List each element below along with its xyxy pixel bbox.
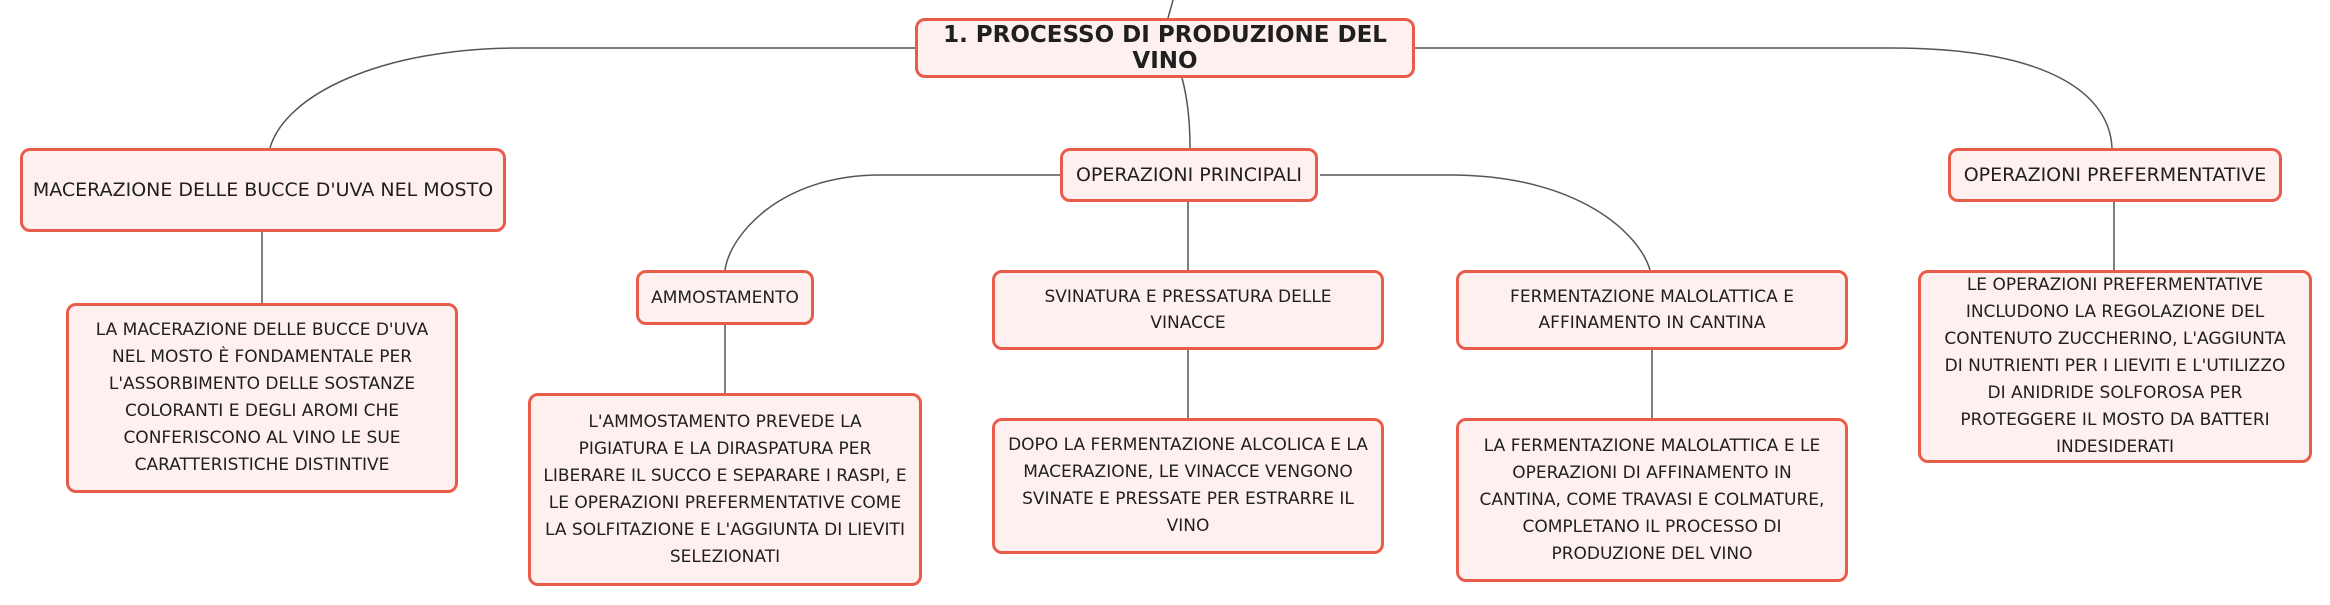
- connector-root-operazioni-prefermentative: [1415, 47, 2113, 149]
- desc-macerazione[interactable]: LA MACERAZIONE DELLE BUCCE D'UVA NEL MOS…: [66, 303, 458, 493]
- desc-fermentazione[interactable]: LA FERMENTAZIONE MALOLATTICA E LE OPERAZ…: [1456, 418, 1848, 582]
- topic-macerazione[interactable]: MACERAZIONE DELLE BUCCE D'UVA NEL MOSTO: [20, 148, 506, 232]
- desc-prefermentative-text: LE OPERAZIONI PREFERMENTATIVE INCLUDONO …: [1944, 275, 2286, 457]
- connector-principali-ammostamento: [724, 174, 1060, 271]
- connector-principali-fermentazione: [1320, 174, 1651, 271]
- connector-root-operazioni-principali: [1181, 77, 1191, 149]
- topic-fermentazione-label: FERMENTAZIONE MALOLATTICA E AFFINAMENTO …: [1510, 287, 1794, 333]
- desc-svinatura-text: DOPO LA FERMENTAZIONE ALCOLICA E LA MACE…: [1008, 435, 1368, 536]
- topic-ammostamento[interactable]: AMMOSTAMENTO: [636, 270, 814, 325]
- root-topic[interactable]: 1. PROCESSO DI PRODUZIONE DEL VINO: [915, 18, 1415, 78]
- desc-ammostamento[interactable]: L'AMMOSTAMENTO PREVEDE LA PIGIATURA E LA…: [528, 393, 922, 586]
- connector-root-macerazione: [269, 47, 915, 149]
- connector-root-parent: [1167, 0, 1174, 19]
- desc-fermentazione-text: LA FERMENTAZIONE MALOLATTICA E LE OPERAZ…: [1479, 435, 1825, 564]
- desc-ammostamento-text: L'AMMOSTAMENTO PREVEDE LA PIGIATURA E LA…: [543, 411, 907, 567]
- desc-operazioni-prefermentative[interactable]: LE OPERAZIONI PREFERMENTATIVE INCLUDONO …: [1918, 270, 2312, 463]
- desc-macerazione-text: LA MACERAZIONE DELLE BUCCE D'UVA NEL MOS…: [95, 320, 429, 475]
- topic-operazioni-prefermentative[interactable]: OPERAZIONI PREFERMENTATIVE: [1948, 148, 2282, 202]
- desc-svinatura[interactable]: DOPO LA FERMENTAZIONE ALCOLICA E LA MACE…: [992, 418, 1384, 554]
- topic-svinatura-label: SVINATURA E PRESSATURA DELLE VINACCE: [1044, 287, 1332, 333]
- topic-ammostamento-label: AMMOSTAMENTO: [651, 287, 799, 308]
- topic-operazioni-principali[interactable]: OPERAZIONI PRINCIPALI: [1060, 148, 1318, 202]
- topic-svinatura[interactable]: SVINATURA E PRESSATURA DELLE VINACCE: [992, 270, 1384, 350]
- topic-fermentazione[interactable]: FERMENTAZIONE MALOLATTICA E AFFINAMENTO …: [1456, 270, 1848, 350]
